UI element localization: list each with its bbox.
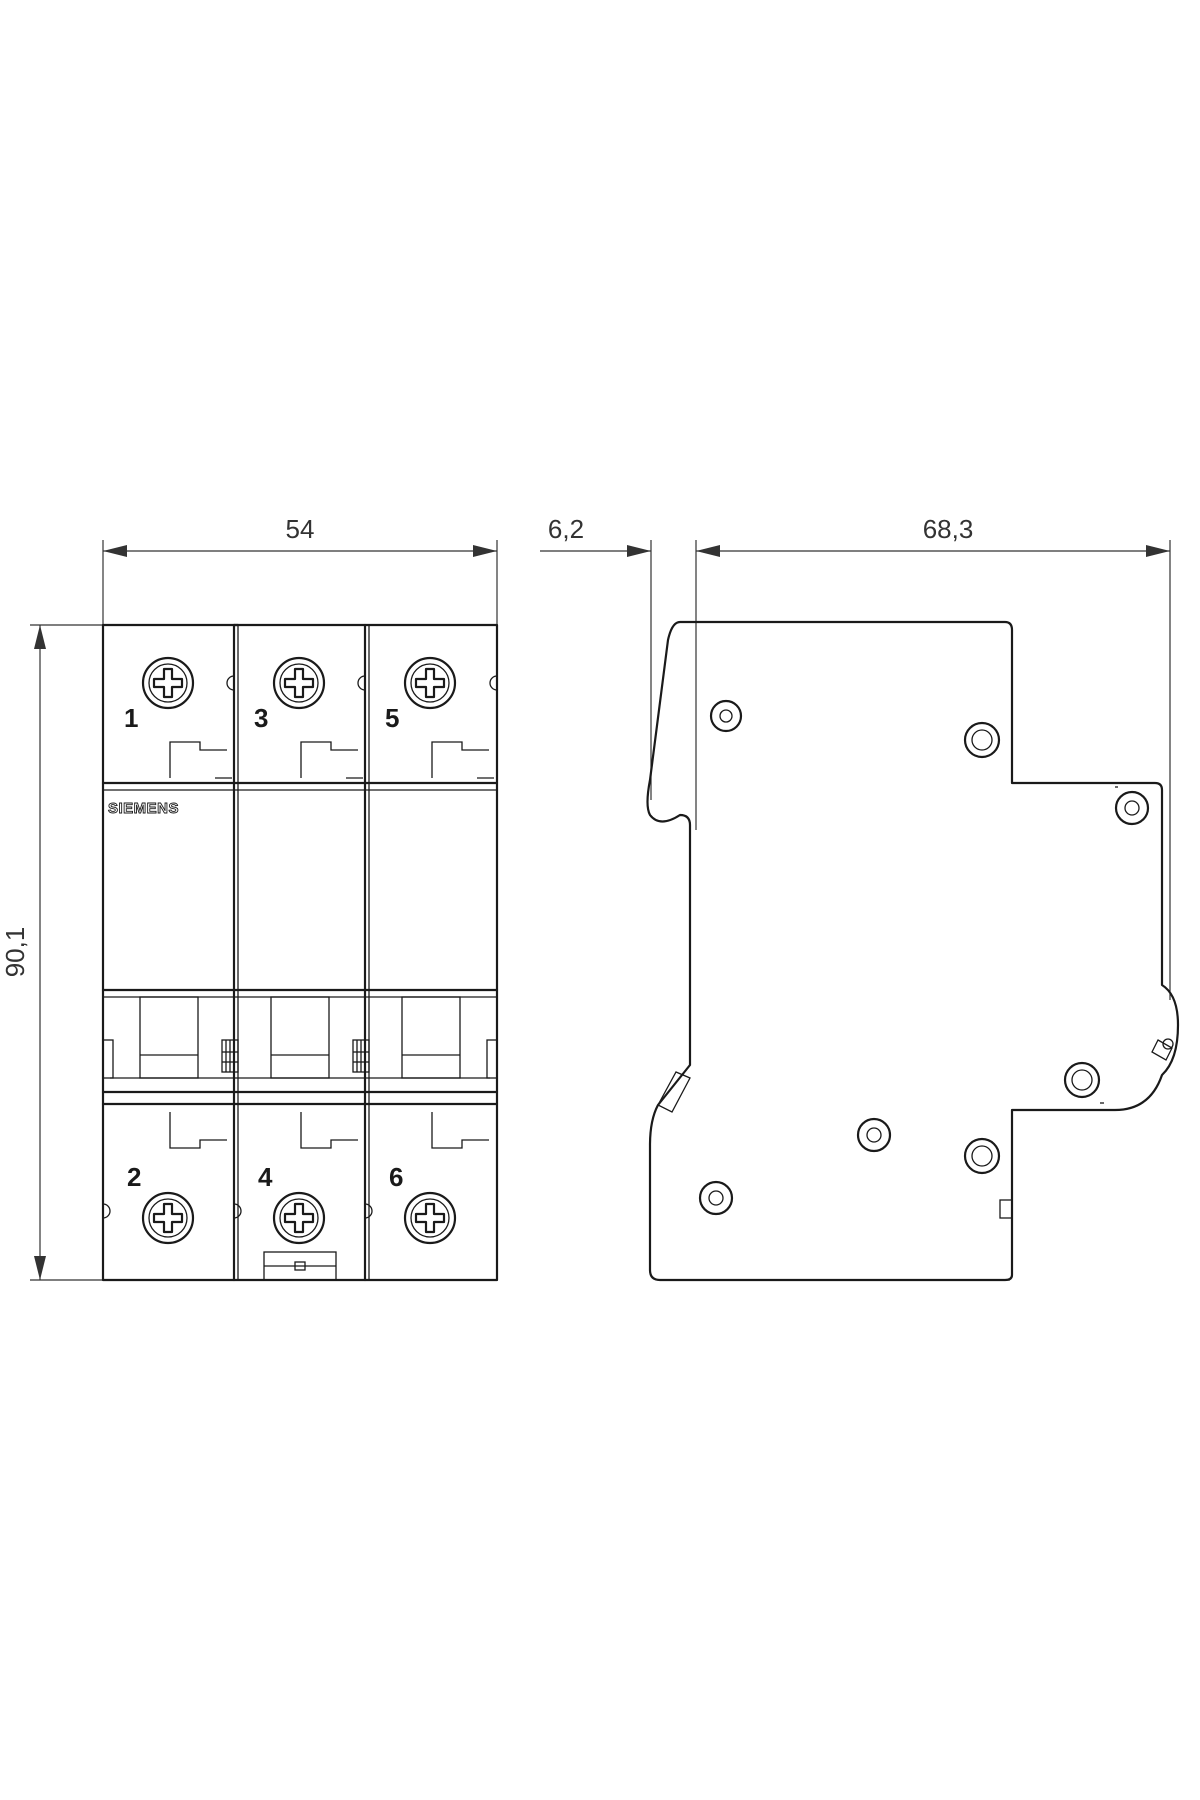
screw-icon — [403, 656, 457, 710]
rivet-icon — [1114, 790, 1150, 826]
screw-icon — [141, 656, 195, 710]
terminal-label-6: 6 — [389, 1162, 403, 1192]
dimension-depth-side: 68,3 — [695, 514, 1171, 1000]
rivet-icon — [1063, 1061, 1101, 1099]
dimension-width-front: 54 — [102, 514, 498, 628]
dimension-label-width: 54 — [286, 514, 315, 544]
dimension-label-height: 90,1 — [0, 927, 30, 978]
screw-icon — [403, 1191, 457, 1245]
terminal-label-4: 4 — [258, 1162, 273, 1192]
screw-icon — [272, 1191, 326, 1245]
din-rail-clip — [263, 1251, 337, 1281]
rivet-icon — [963, 1137, 1001, 1175]
side-notches — [102, 675, 498, 1219]
screw-icon — [272, 656, 326, 710]
rivet-icon — [709, 699, 743, 733]
dimension-label-depth: 68,3 — [923, 514, 974, 544]
dimension-height: 90,1 — [0, 624, 120, 1281]
dimension-offset-side: 6,2 — [540, 514, 652, 800]
front-view: SIEMENS — [101, 623, 499, 1282]
top-clamp-outlines — [169, 741, 494, 779]
screw-icon — [141, 1191, 195, 1245]
side-view — [646, 620, 1180, 1282]
dimension-label-offset: 6,2 — [548, 514, 584, 544]
terminal-label-2: 2 — [127, 1162, 141, 1192]
terminal-label-3: 3 — [254, 703, 268, 733]
toggle-levers — [102, 996, 498, 1079]
brand-label: SIEMENS — [108, 800, 179, 817]
terminal-label-1: 1 — [124, 703, 138, 733]
rivet-icon — [856, 1117, 892, 1153]
rivet-icon — [963, 721, 1001, 759]
bottom-clamp-outlines — [169, 1112, 489, 1149]
terminal-label-5: 5 — [385, 703, 399, 733]
rivet-icon — [698, 1180, 734, 1216]
